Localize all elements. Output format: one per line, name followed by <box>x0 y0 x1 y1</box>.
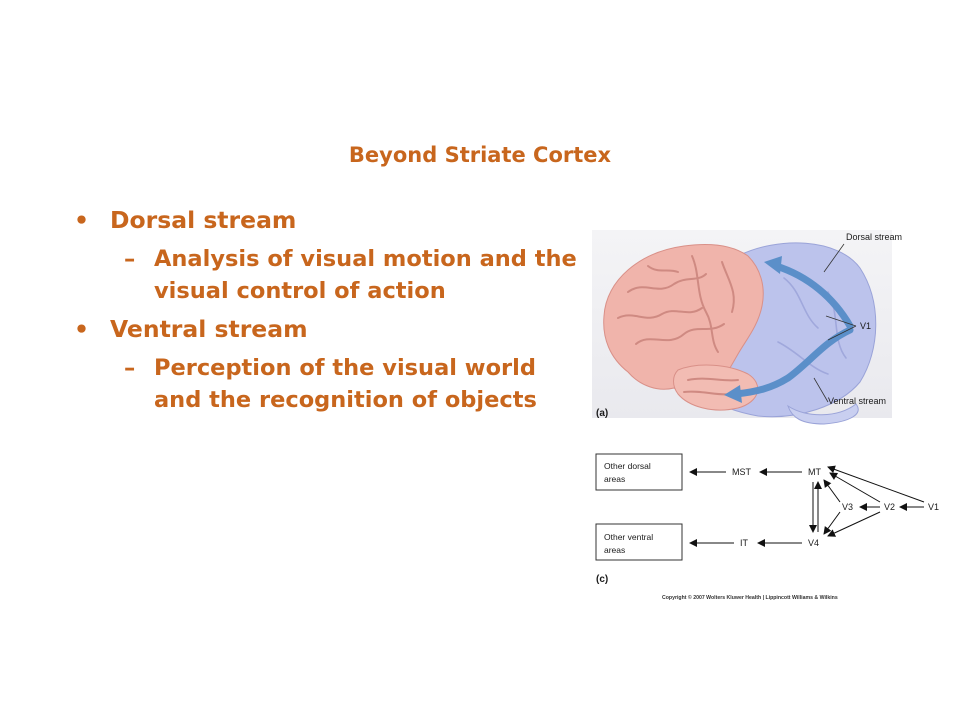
cerebellum <box>787 403 859 425</box>
node-v1: V1 <box>928 502 939 512</box>
bullet-marker: • <box>74 206 90 234</box>
arrow-v2-to-v4 <box>827 511 881 537</box>
slide-title: Beyond Striate Cortex <box>348 143 612 167</box>
node-mst: MST <box>732 467 752 477</box>
sub-bullet-dorsal: – Analysis of visual motion and the visu… <box>72 244 584 307</box>
bullet-label: Dorsal stream <box>110 206 297 234</box>
dorsal-stream-arrowhead <box>764 256 782 274</box>
box-other-ventral-areas <box>595 523 683 561</box>
sub-bullet-text: Perception of the visual world and the r… <box>154 355 537 413</box>
pathway-arrows <box>689 465 925 547</box>
sub-bullet-text: Analysis of visual motion and the visual… <box>154 246 577 304</box>
box-other-dorsal-areas <box>595 453 683 491</box>
brain-figure: Dorsal stream V1 Ventral stream (a) Othe… <box>588 222 960 612</box>
node-it: IT <box>740 538 749 548</box>
sub-bullet-ventral: – Perception of the visual world and the… <box>72 353 584 416</box>
ventral-stream-arrowhead <box>724 385 742 403</box>
arrow-v3-to-v4 <box>823 511 841 535</box>
dorsal-stream-arrow <box>772 262 854 330</box>
pathway-diagram: Other dorsal areas Other ventral areas M… <box>595 453 939 561</box>
copyright-text: Copyright © 2007 Wolters Kluwer Health |… <box>662 594 838 601</box>
bullet-list: • Dorsal stream – Analysis of visual mot… <box>72 204 592 422</box>
bullet-ventral-stream: • Ventral stream <box>72 313 592 345</box>
callout-dorsal-stream: Dorsal stream <box>846 232 902 242</box>
callout-v1: V1 <box>860 321 871 331</box>
arrow-v1-to-mt <box>827 465 925 503</box>
panel-a-label: (a) <box>596 408 608 419</box>
panel-c-label: (c) <box>596 574 608 585</box>
sulci <box>617 255 739 396</box>
bullet-label: Ventral stream <box>110 315 308 343</box>
callout-lines <box>813 243 857 403</box>
node-mt: MT <box>808 467 821 477</box>
sub-bullet-marker: – <box>124 246 136 272</box>
arrow-v3-to-mt <box>823 479 841 503</box>
ventral-stream-arrow <box>732 326 854 398</box>
bullet-marker: • <box>74 315 90 343</box>
cortex-region <box>603 243 764 399</box>
node-v4: V4 <box>808 538 819 548</box>
figure-svg: Dorsal stream V1 Ventral stream (a) Othe… <box>592 230 939 601</box>
arrow-v2-to-mt <box>829 472 881 503</box>
callout-ventral-stream: Ventral stream <box>828 396 886 406</box>
box-ventral-line1: Other ventral <box>604 532 653 542</box>
node-v3: V3 <box>842 502 853 512</box>
sub-bullet-marker: – <box>124 355 136 381</box>
box-ventral-line2: areas <box>604 545 625 555</box>
box-dorsal-line1: Other dorsal <box>604 461 651 471</box>
box-dorsal-line2: areas <box>604 474 625 484</box>
bullet-dorsal-stream: • Dorsal stream <box>72 204 592 236</box>
node-v2: V2 <box>884 502 895 512</box>
